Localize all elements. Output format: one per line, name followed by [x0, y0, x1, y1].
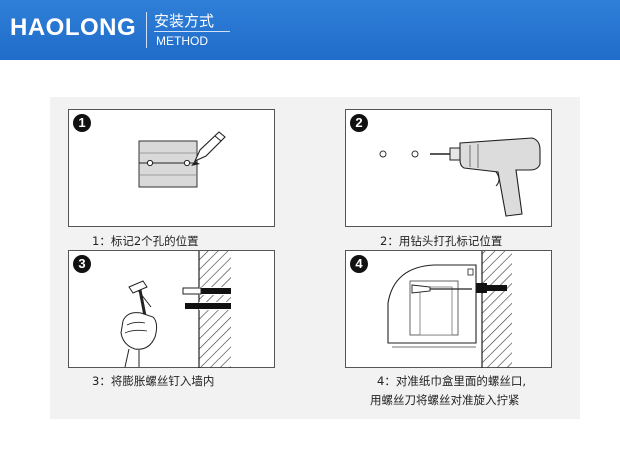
step-1-badge: 1 — [73, 114, 91, 132]
mark-holes-drawing — [138, 131, 226, 188]
step-2-illustration: 2 — [345, 109, 552, 227]
step-4-illustration: 4 — [345, 250, 552, 368]
step-4-caption-line2: 用螺丝刀将螺丝对准旋入拧紧 — [370, 393, 520, 407]
step-3-illustration: 3 — [68, 250, 275, 368]
step-3-caption: 3：将膨胀螺丝钉入墙内 — [92, 374, 215, 388]
brand-logo: HAOLONG — [10, 14, 137, 41]
step-2-caption: 2：用钻头打孔标记位置 — [380, 234, 503, 248]
insert-anchors-drawing — [120, 251, 231, 368]
header-divider — [146, 12, 147, 48]
step-1-caption: 1：标记2个孔的位置 — [92, 234, 199, 248]
header-banner: HAOLONG 安装方式 METHOD — [0, 0, 620, 60]
step-3-badge: 3 — [73, 255, 91, 273]
step-1-illustration: 1 — [68, 109, 275, 227]
step-4-badge: 4 — [350, 255, 368, 273]
section-title-cn: 安装方式 — [154, 12, 215, 30]
title-underline — [154, 31, 230, 32]
step-4-caption-line1: 4：对准纸巾盒里面的螺丝口, — [377, 374, 526, 388]
step-2-badge: 2 — [350, 114, 368, 132]
drill-holes-drawing — [379, 137, 541, 217]
mount-box-drawing — [387, 251, 512, 368]
section-title-en: METHOD — [156, 34, 208, 48]
